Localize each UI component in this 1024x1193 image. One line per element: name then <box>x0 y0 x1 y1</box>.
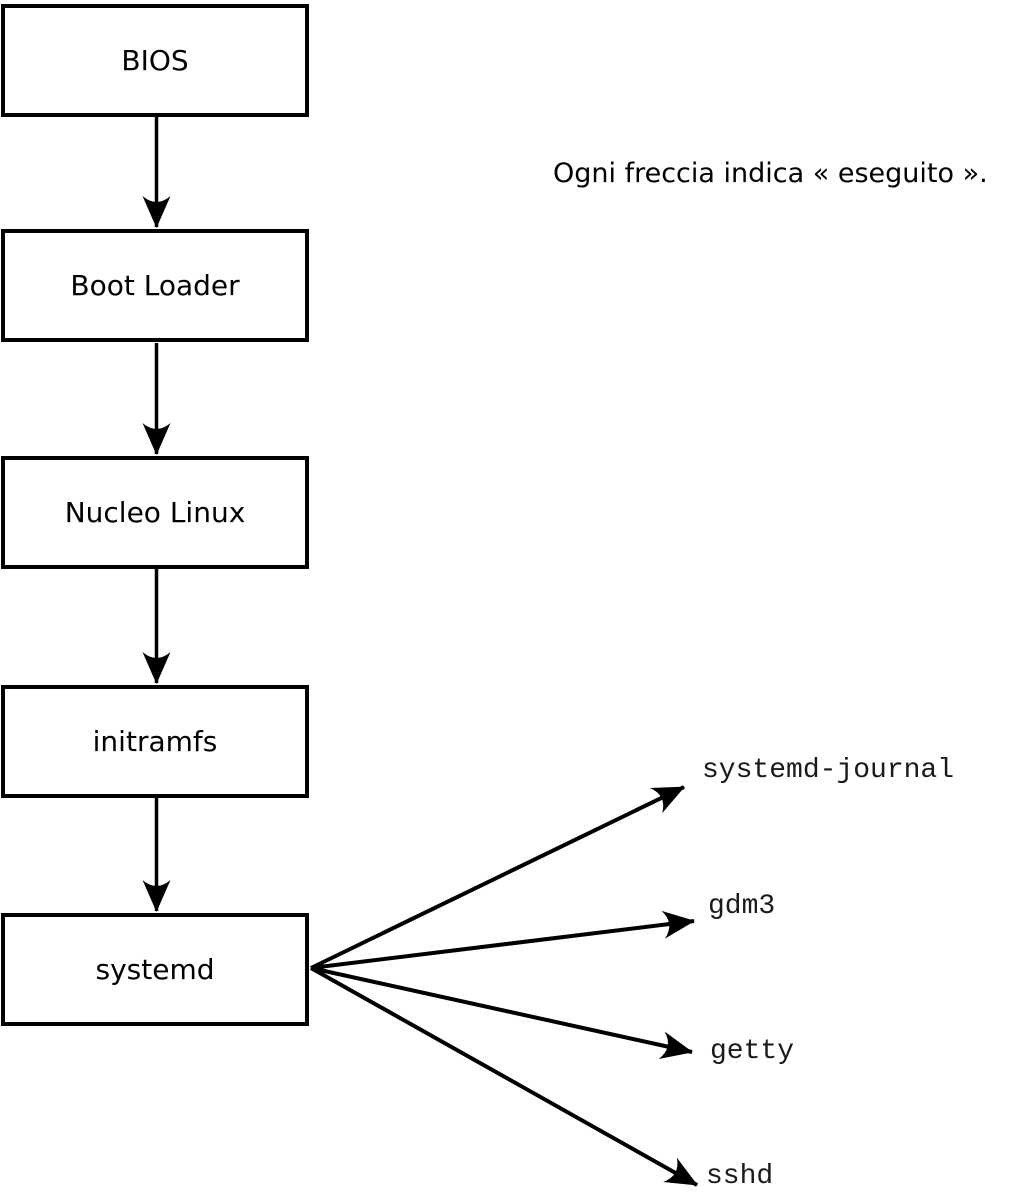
box-initramfs-label: initramfs <box>92 724 218 758</box>
arrow-systemd-to-systemd-journal <box>310 785 685 970</box>
box-initramfs: initramfs <box>1 685 309 798</box>
box-systemd: systemd <box>1 913 309 1026</box>
label-gdm3: gdm3 <box>708 891 776 922</box>
arrow-systemd-to-gdm3 <box>310 910 695 970</box>
box-bios: BIOS <box>1 4 309 117</box>
box-nucleo-linux: Nucleo Linux <box>1 456 309 569</box>
box-nucleo-linux-label: Nucleo Linux <box>64 495 246 529</box>
arrow-systemd-to-sshd <box>310 966 698 1187</box>
caption: Ogni freccia indica « eseguito ». <box>553 158 988 189</box>
arrow-systemd-to-getty <box>310 966 693 1059</box>
box-boot-loader: Boot Loader <box>1 229 309 342</box>
box-boot-loader-label: Boot Loader <box>70 268 240 302</box>
box-bios-label: BIOS <box>121 43 189 77</box>
label-sshd: sshd <box>706 1161 774 1192</box>
label-getty: getty <box>710 1036 795 1067</box>
box-systemd-label: systemd <box>95 952 215 986</box>
label-systemd-journal: systemd-journal <box>702 755 955 786</box>
